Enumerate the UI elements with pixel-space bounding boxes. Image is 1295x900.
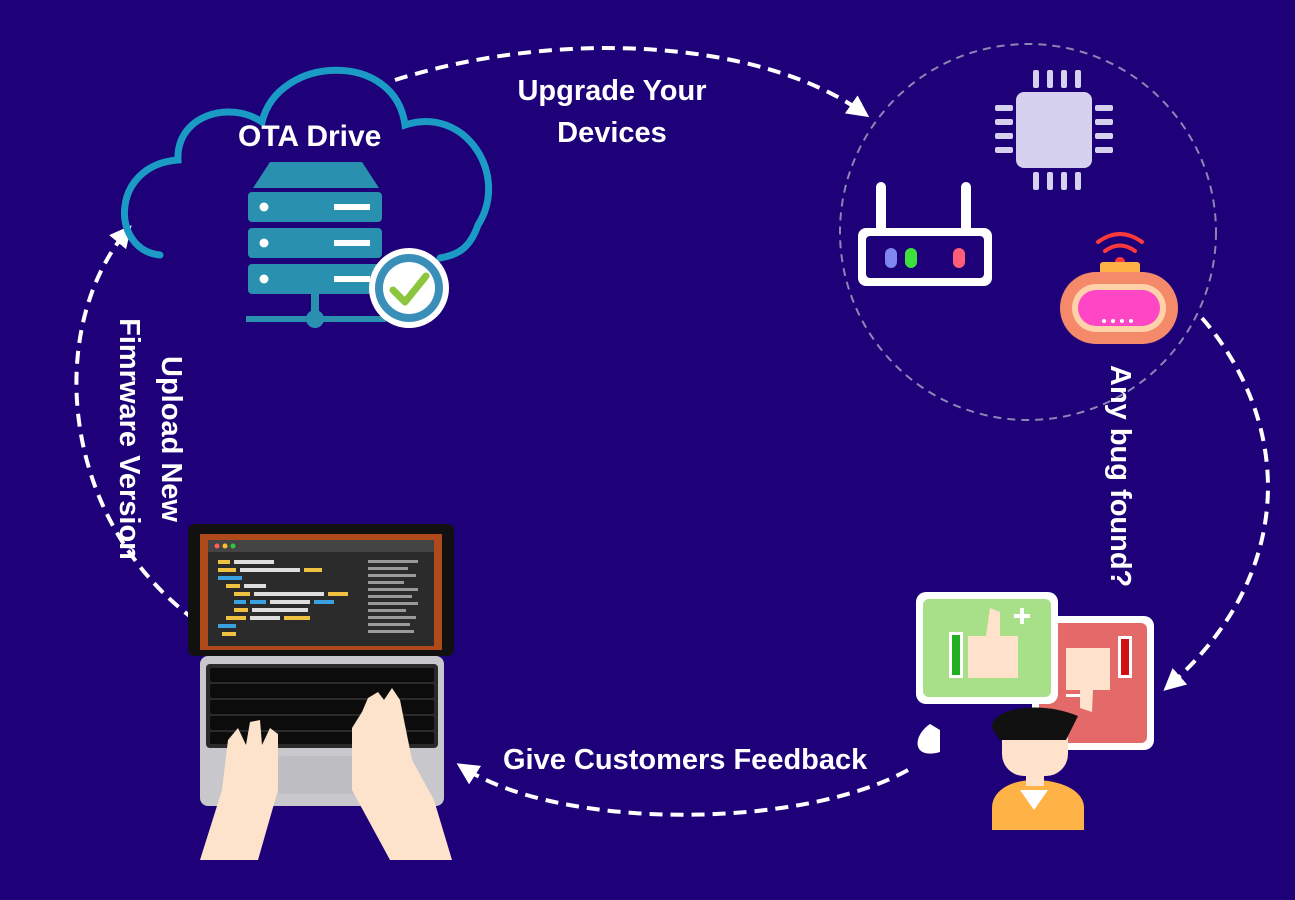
smart-alarm-icon — [1060, 232, 1178, 344]
step-upgrade-line2: Devices — [557, 117, 667, 149]
right-hand — [352, 688, 452, 860]
thumbs-feedback-icon — [916, 592, 1154, 754]
arrow-bug-found — [1163, 316, 1270, 691]
arrow-feedback — [456, 763, 909, 817]
step-upload-label: Upload New Fimrware Version — [108, 309, 192, 569]
arrow-upgrade — [394, 46, 870, 118]
step-bug-label: Any bug found? — [1104, 365, 1136, 588]
customer-avatar-icon — [991, 707, 1084, 830]
devices-group-circle — [839, 43, 1217, 421]
check-badge-icon — [369, 248, 449, 328]
code-lines — [218, 560, 418, 636]
step-upgrade-line1: Upgrade Your — [517, 75, 707, 107]
cloud-title: OTA Drive — [238, 120, 382, 153]
step-upload-line2: Fimrware Version — [113, 318, 145, 560]
cpu-chip-icon — [995, 70, 1113, 190]
left-hand — [200, 720, 278, 860]
step-feedback-label: Give Customers Feedback — [503, 744, 868, 776]
router-icon — [858, 182, 992, 286]
arrow-upload — [74, 225, 197, 622]
step-upload-line1: Upload New — [155, 356, 187, 522]
laptop-icon — [188, 524, 454, 860]
step-upgrade-label: Upgrade Your Devices — [480, 70, 744, 154]
server-icon — [246, 162, 386, 328]
cloud-icon — [121, 66, 492, 262]
